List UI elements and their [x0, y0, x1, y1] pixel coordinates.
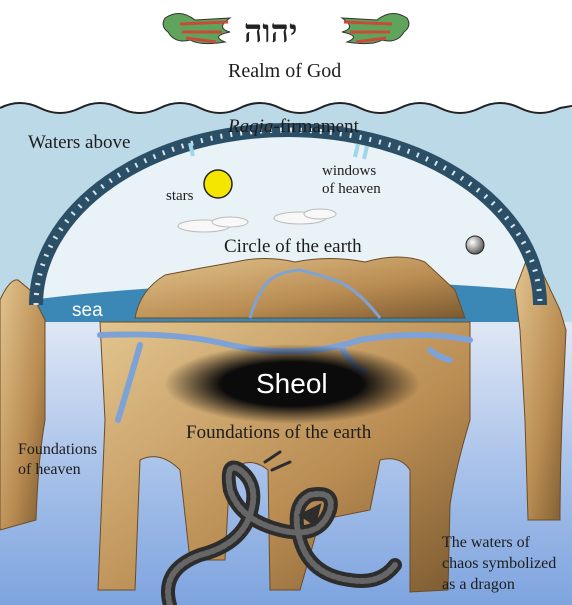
- foundations-heaven-line-2: of heaven: [18, 460, 97, 480]
- divine-name-hebrew: יהוה: [244, 12, 297, 50]
- left-winged-emblem-icon: [163, 13, 230, 43]
- windows-line-1: windows: [322, 162, 381, 180]
- chaos-line-2: chaos symbolized: [442, 553, 556, 574]
- sea-label: sea: [72, 300, 103, 322]
- realm-of-god-label: Realm of God: [228, 60, 341, 83]
- windows-line-2: of heaven: [322, 180, 381, 198]
- chaos-line-3: as a dragon: [442, 574, 556, 595]
- foundations-heaven-line-1: Foundations: [18, 440, 97, 460]
- raqia-word: Raqia: [228, 116, 273, 137]
- right-winged-emblem-icon: [342, 13, 409, 43]
- circle-of-earth-label: Circle of the earth: [224, 236, 362, 258]
- windows-of-heaven-label: windows of heaven: [322, 162, 381, 198]
- sheol-label: Sheol: [256, 368, 328, 400]
- waters-above-label: Waters above: [28, 132, 130, 154]
- stars-label: stars: [166, 188, 194, 205]
- firmament-word: -firmament: [273, 116, 358, 137]
- moon-icon: [466, 236, 484, 254]
- sun-icon: [204, 170, 232, 198]
- waters-of-chaos-label: The waters of chaos symbolized as a drag…: [442, 532, 556, 595]
- chaos-line-1: The waters of: [442, 532, 556, 553]
- raqia-firmament-label: Raqia-firmament: [228, 116, 359, 138]
- foundations-of-heaven-label: Foundations of heaven: [18, 440, 97, 480]
- foundations-of-earth-label: Foundations of the earth: [186, 422, 371, 444]
